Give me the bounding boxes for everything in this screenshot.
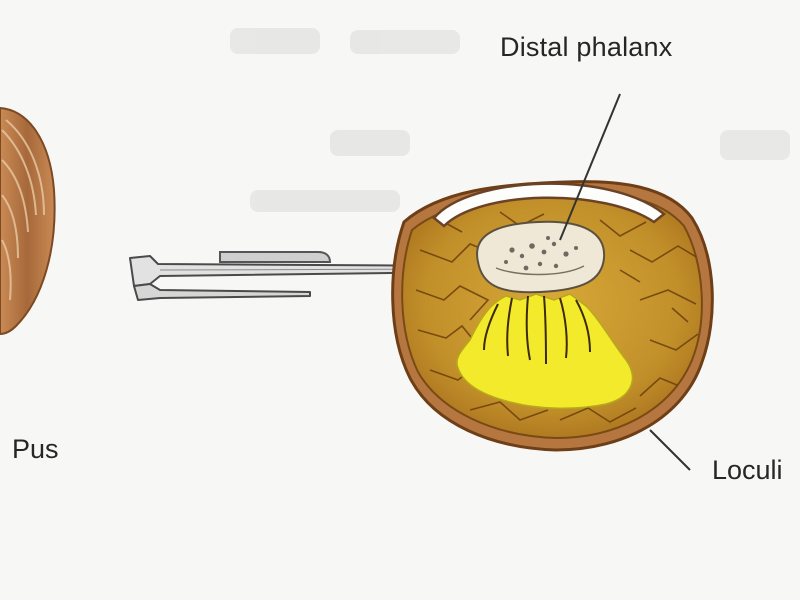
left-fingertip-illustration — [0, 106, 56, 336]
loculi-leader-line — [649, 429, 691, 471]
distal-phalanx-label: Distal phalanx — [500, 32, 673, 62]
loculi-label: Loculi — [712, 455, 783, 485]
surgical-forceps — [129, 251, 471, 301]
distal-phalanx-leader-line — [559, 93, 621, 241]
pus-septa — [483, 295, 591, 365]
pus-label: Pus — [12, 434, 59, 464]
background-bleed-text — [230, 28, 790, 212]
distal-phalanx-bone — [476, 220, 606, 294]
fingertip-cross-section — [391, 180, 714, 452]
